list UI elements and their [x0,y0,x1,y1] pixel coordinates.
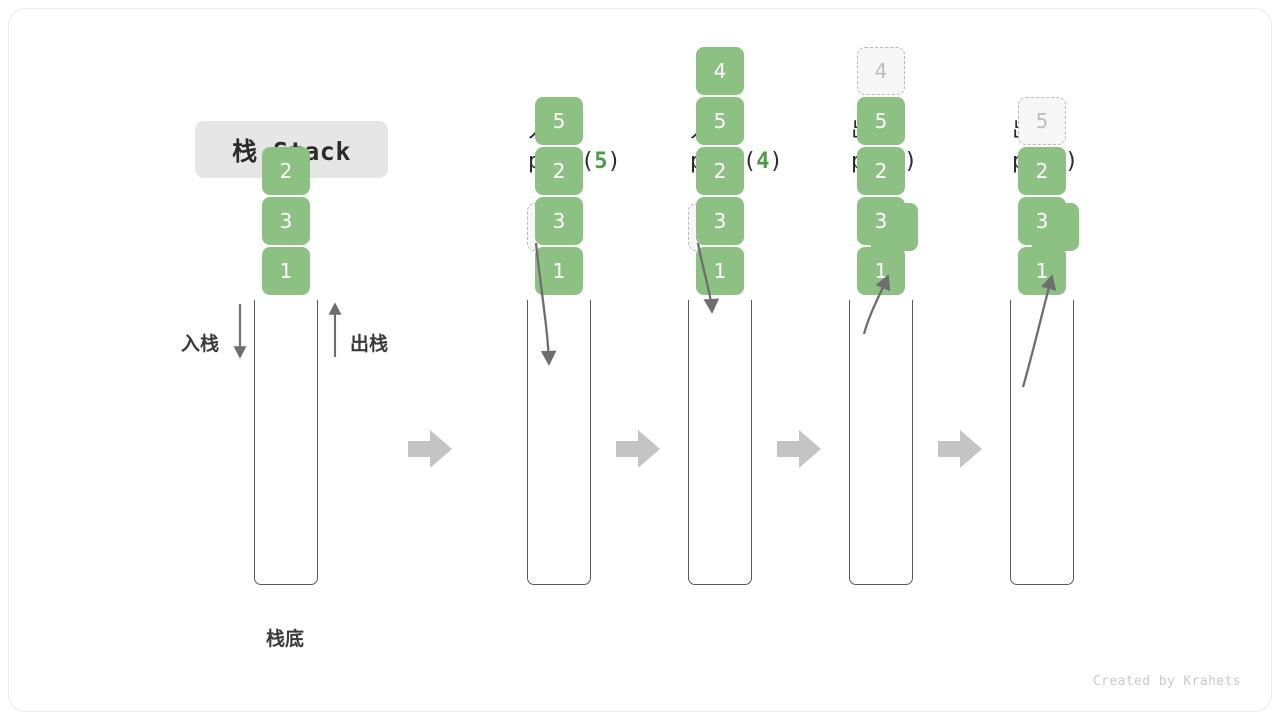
stack-cell: 5 [535,97,583,145]
stack-frame [1010,300,1074,585]
transition-arrow [777,430,821,468]
pop-side-label: 出栈 [350,333,389,355]
stack-cell: 1 [857,247,905,295]
stack-cells: 1 3 2 [254,145,318,295]
code-arg: 4 [756,149,770,174]
push-side-label: 入栈 [181,333,220,355]
stack-cell: 2 [1018,147,1066,195]
stack-bottom-label: 栈底 [266,628,305,650]
code-suffix: ) [769,149,783,174]
stack-frame [688,300,752,585]
transition-arrow [938,430,982,468]
stack-frame [254,300,318,585]
stack-cell: 4 [696,47,744,95]
stack-cells: 1 3 2 5 [527,95,591,295]
code-suffix: ) [1064,149,1079,174]
stack-cell: 2 [262,147,310,195]
stack-frame [849,300,913,585]
credit-text: Created by Krahets [1092,674,1241,689]
stack-cell: 2 [696,147,744,195]
code-suffix: ) [607,149,621,174]
arrow-overlay [233,242,1057,468]
stack-frame [527,300,591,585]
stack-cell: 3 [696,197,744,245]
stack-cell: 1 [535,247,583,295]
code-suffix: ) [903,149,918,174]
stack-cells: 1 3 2 5 4 [849,45,913,295]
stack-cell: 3 [1018,197,1066,245]
stack-cell: 3 [857,197,905,245]
diagram-card: 栈 Stack 栈顶 栈底 入栈 出栈 入栈 push(5) 入栈 push(4… [8,8,1272,712]
stack-cell: 5 [857,97,905,145]
stack-cell: 1 [1018,247,1066,295]
stack-cell: 5 [696,97,744,145]
stack-cell-ghost: 5 [1018,97,1066,145]
stack-cell: 1 [696,247,744,295]
stack-cell: 2 [535,147,583,195]
stack-cell: 3 [262,197,310,245]
stack-cells: 1 3 2 5 4 [688,45,752,295]
stack-cell: 3 [535,197,583,245]
transition-arrow [408,430,452,468]
stack-cells: 1 3 2 5 [1010,95,1074,295]
stack-cell: 1 [262,247,310,295]
stack-cell-ghost: 4 [857,47,905,95]
transition-arrow [616,430,660,468]
code-arg: 5 [594,149,608,174]
stack-cell: 2 [857,147,905,195]
